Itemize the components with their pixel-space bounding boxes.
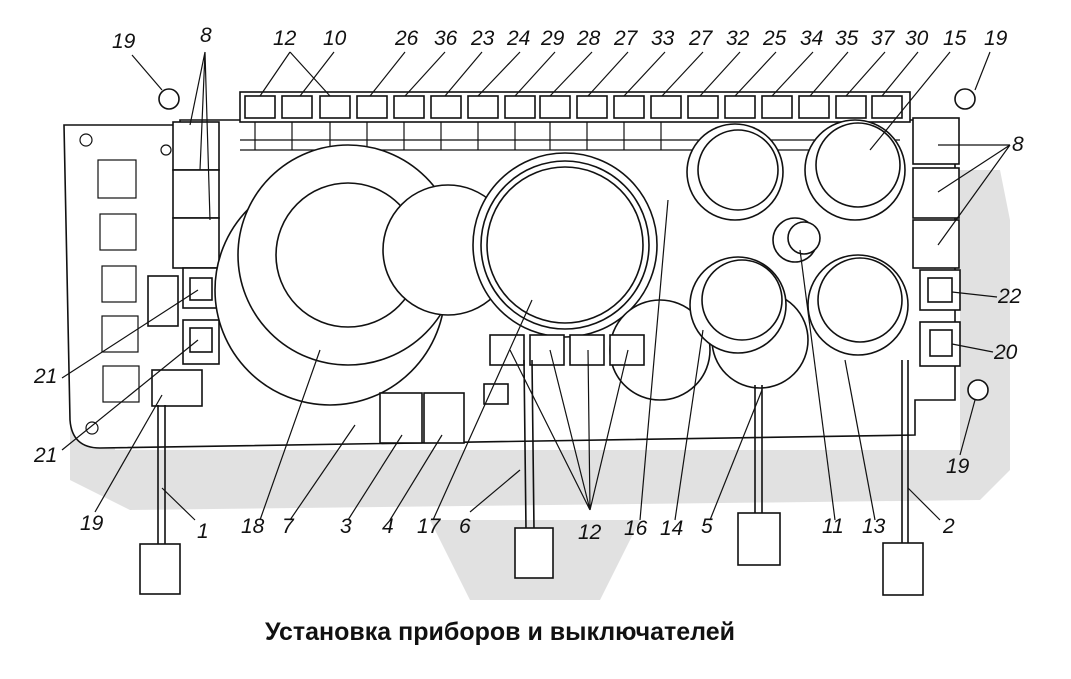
callout-top-4: 10 <box>323 27 347 50</box>
callout-top-15: 25 <box>762 27 787 50</box>
callout-left-1: 21 <box>33 365 57 388</box>
top-switch-row <box>239 91 911 151</box>
callout-top-17: 35 <box>835 27 859 50</box>
callout-left-2: 21 <box>33 444 57 467</box>
callout-bottom-6: 17 <box>417 515 442 538</box>
callout-top-12: 33 <box>651 27 675 50</box>
callout-top-3: 12 <box>273 27 297 50</box>
callout-top-20: 15 <box>943 27 967 50</box>
callout-top-6: 36 <box>434 27 458 50</box>
callout-bottom-1: 1 <box>197 520 209 543</box>
callout-bottom-11: 5 <box>701 515 713 538</box>
callouts-right: 8 22 20 19 <box>946 133 1024 478</box>
callout-top-13: 27 <box>688 27 714 50</box>
callout-top-9: 29 <box>540 27 565 50</box>
callouts-left: 21 21 19 <box>33 365 104 535</box>
callout-bottom-12: 11 <box>822 515 844 538</box>
callout-top-18: 37 <box>871 27 896 50</box>
callout-bottom-14: 2 <box>942 515 955 538</box>
gauges <box>214 119 909 406</box>
callout-bottom-2: 18 <box>241 515 265 538</box>
callout-top-7: 23 <box>470 27 495 50</box>
callout-bottom-4: 3 <box>340 515 352 538</box>
left-switch-column <box>147 88 220 407</box>
callout-right-3: 20 <box>993 341 1018 364</box>
callout-top-16: 34 <box>800 27 823 50</box>
callout-top-10: 28 <box>576 27 601 50</box>
leader-lines <box>61 51 1011 521</box>
middle-switch-row <box>379 334 645 444</box>
callout-top-19: 30 <box>905 27 929 50</box>
callout-top-5: 26 <box>394 27 419 50</box>
callout-bottom-10: 14 <box>660 517 683 540</box>
callout-left-3: 19 <box>80 512 104 535</box>
callout-right-1: 8 <box>1012 133 1024 156</box>
callout-top-2: 8 <box>200 24 212 47</box>
callout-bottom-13: 13 <box>862 515 886 538</box>
callouts-bottom: 1 18 7 3 4 17 6 12 16 14 5 11 13 2 <box>197 515 955 544</box>
callout-right-4: 19 <box>946 455 970 478</box>
callout-bottom-7: 6 <box>459 515 471 538</box>
wiring <box>139 359 924 596</box>
callout-bottom-8: 12 <box>578 521 602 544</box>
figure-caption: Установка приборов и выключателей <box>265 618 735 646</box>
callout-right-2: 22 <box>997 285 1022 308</box>
right-switch-column <box>912 88 989 401</box>
callout-bottom-5: 4 <box>382 515 394 538</box>
callouts-top: 19 8 12 10 26 36 23 24 29 28 27 33 27 32… <box>112 24 1008 53</box>
callout-top-21: 19 <box>984 27 1008 50</box>
callout-top-8: 24 <box>506 27 530 50</box>
callout-top-14: 32 <box>726 27 750 50</box>
callout-bottom-9: 16 <box>624 517 648 540</box>
callout-top-11: 27 <box>613 27 639 50</box>
callout-top-1: 19 <box>112 30 136 53</box>
callout-bottom-3: 7 <box>282 515 295 538</box>
